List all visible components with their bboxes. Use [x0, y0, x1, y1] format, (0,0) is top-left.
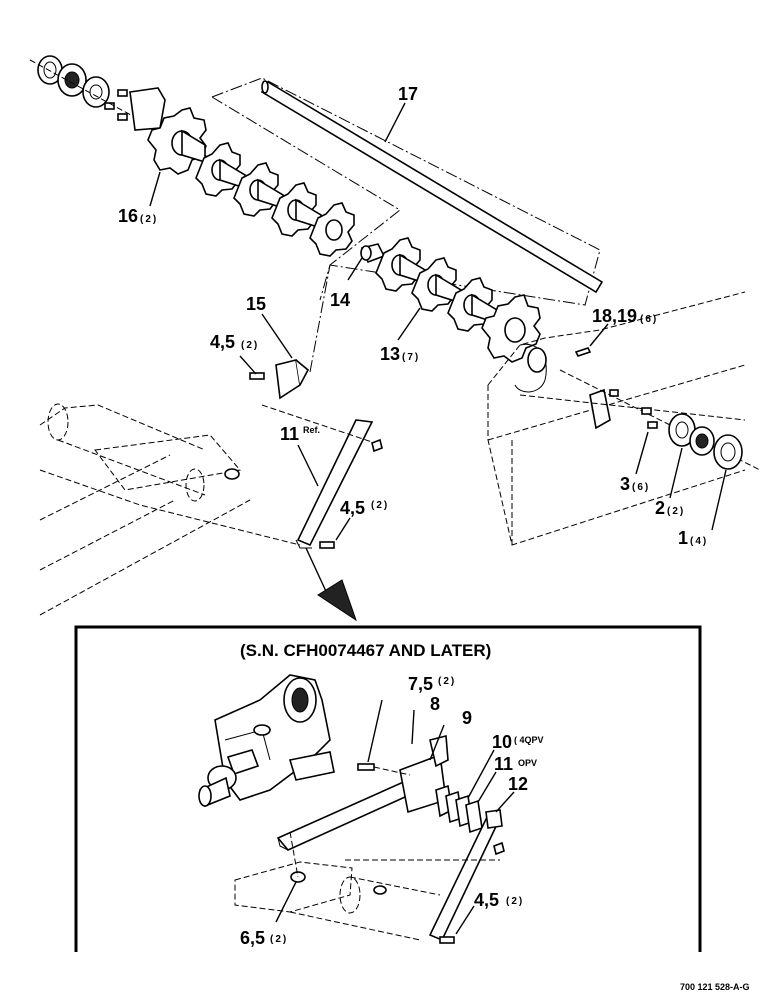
leader-17 [384, 102, 406, 143]
leader-3 [635, 431, 649, 475]
leader-1 [711, 469, 727, 531]
scraper-bar-12 [428, 809, 505, 944]
detail-leader-12 [495, 791, 515, 813]
detail-leader-8 [411, 709, 415, 745]
sprocket-small-2 [233, 162, 284, 217]
detail-leader-4-5 [455, 905, 475, 935]
shaft-part-17 [260, 80, 604, 294]
detail-title: (S.N. CFH0074467 AND LATER) [240, 641, 491, 660]
leader-18 [589, 323, 609, 347]
detail-leader-7-5 [367, 699, 383, 763]
scraper-bracket-15 [249, 264, 331, 400]
leader-2 [669, 447, 683, 499]
callout-1: 1 [678, 528, 688, 548]
right-bearing-group [559, 369, 761, 471]
sprocket-16-large [147, 107, 207, 175]
leader-14 [347, 257, 363, 281]
detail-leader-11 [477, 771, 497, 803]
callout-16-qty: (2) [140, 214, 158, 225]
callout-4-5-upper-qty: (2) [241, 340, 259, 351]
shim-stack [435, 784, 483, 834]
detail-callout-9: 9 [462, 708, 472, 728]
callout-17: 17 [398, 84, 418, 104]
upper-callouts: 17 16 (2) 15 14 13 (7) 18,19 (6) 4,5 (2)… [118, 84, 708, 548]
callout-3-qty: (6) [632, 482, 650, 493]
detail-leader-9 [429, 724, 445, 761]
support-bar-11 [261, 404, 383, 549]
pin-part-18 [574, 347, 592, 357]
detail-callout-4-5: 4,5 [474, 890, 499, 910]
detail-callout-7-5: 7,5 [408, 674, 433, 694]
detail-callout-8: 8 [430, 694, 440, 714]
detail-pointer-arrow [317, 579, 357, 622]
leader-13 [397, 307, 421, 341]
sprocket-13-c [447, 277, 498, 332]
bolt-7 [357, 763, 375, 771]
drawing-number: 700 121 528-A-G [680, 982, 750, 992]
detail-leader-10 [467, 749, 495, 799]
upper-assembly [29, 55, 761, 622]
left-bearing-group [29, 55, 251, 181]
lower-left-frame [39, 403, 301, 616]
detail-callouts: 7,5 (2) 8 9 10 ( 4QPV 11 OPV 12 4,5 (2) … [240, 674, 544, 948]
leader-11 [297, 444, 319, 487]
callout-15: 15 [246, 294, 266, 314]
detail-lower-frame [234, 831, 500, 941]
detail-callout-4-5-qty: (2) [506, 896, 524, 907]
callout-4-5-upper: 4,5 [210, 332, 235, 352]
angled-support-bar [276, 734, 449, 851]
leader-15 [261, 313, 293, 359]
detail-callout-6-5-qty: (2) [270, 934, 288, 945]
leader-45a [239, 355, 257, 375]
gearbox [198, 674, 335, 808]
detail-callout-7-5-qty: (2) [438, 676, 456, 687]
sprocket-13-large [481, 294, 541, 363]
detail-callout-11: 11 [494, 754, 513, 774]
callout-1-qty: (4) [690, 536, 708, 547]
callout-13: 13 [380, 344, 400, 364]
detail-callout-12: 12 [508, 774, 528, 794]
callout-18-19: 18,19 [592, 306, 637, 326]
callout-11: 11 [280, 424, 299, 444]
callout-2-qty: (2) [667, 506, 685, 517]
bolt-7-path [373, 766, 411, 776]
sprocket-small-4 [309, 202, 355, 257]
callout-13-qty: (7) [402, 352, 420, 363]
callout-3: 3 [620, 474, 630, 494]
detail-box: (S.N. CFH0074467 AND LATER) [74, 625, 702, 952]
callout-16: 16 [118, 206, 138, 226]
callout-11-ref: Ref. [303, 425, 320, 435]
spacer-part-14 [360, 243, 386, 264]
callout-4-5-lower-qty: (2) [371, 500, 389, 511]
detail-callout-10: 10 [492, 732, 512, 752]
leader-16 [149, 171, 161, 207]
callout-14: 14 [330, 290, 350, 310]
frame-right [487, 291, 746, 546]
detail-callout-10-qty: ( 4QPV [514, 735, 544, 745]
leader-45b [335, 517, 351, 541]
callout-4-5-lower: 4,5 [340, 498, 365, 518]
callout-2: 2 [655, 498, 665, 518]
sprocket-small-3 [271, 182, 322, 237]
detail-leader-6-5 [275, 881, 297, 923]
callout-18-19-qty: (6) [640, 314, 658, 325]
detail-callout-6-5: 6,5 [240, 928, 265, 948]
detail-callout-11-opv: OPV [518, 758, 537, 768]
